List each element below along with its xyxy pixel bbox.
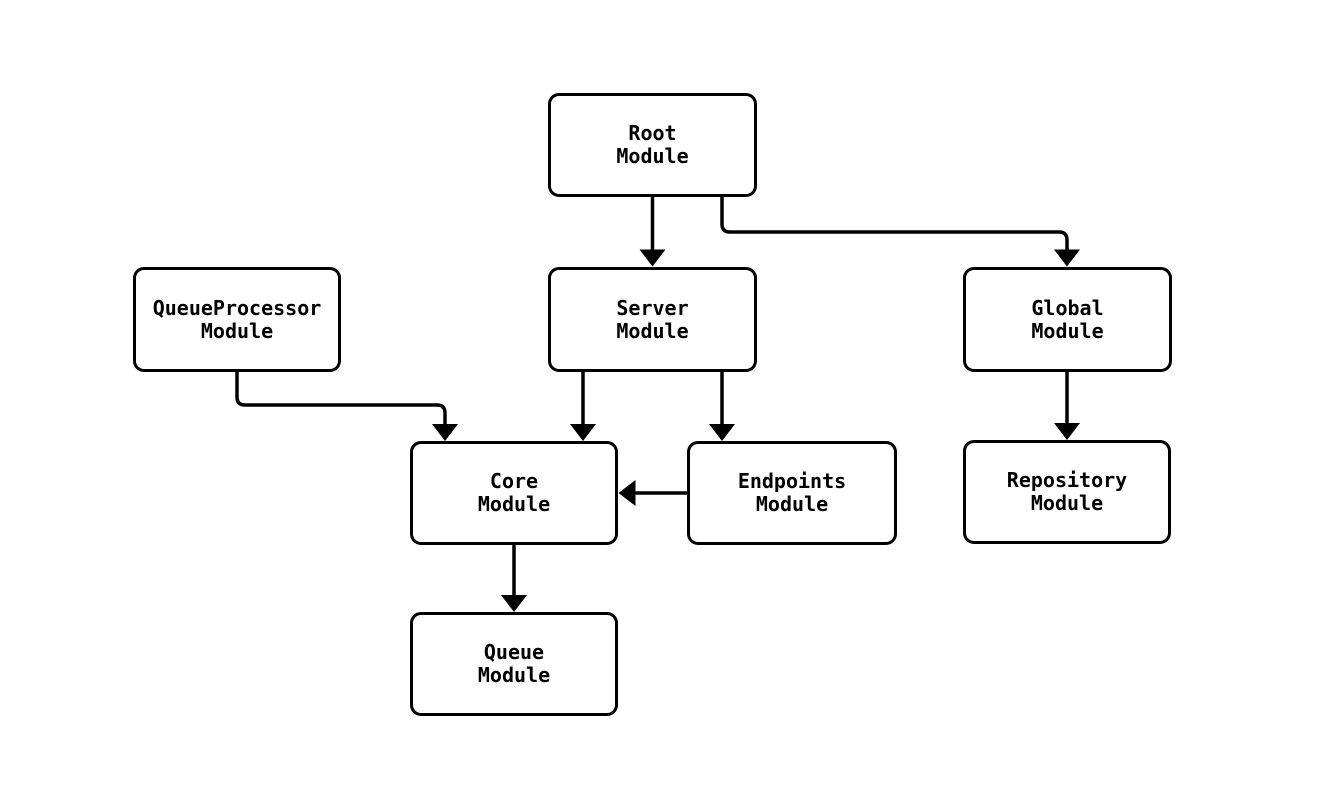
edge-global-to-repository xyxy=(1054,372,1080,440)
node-label: Endpoints Module xyxy=(737,469,847,516)
node-server-module: Server Module xyxy=(548,267,757,372)
node-label: QueueProcessor Module xyxy=(152,295,322,343)
edge-endpoints-to-core xyxy=(618,480,687,506)
node-global-module: Global Module xyxy=(963,267,1172,372)
edge-root-to-global xyxy=(720,197,1080,267)
node-label: Queue Module xyxy=(477,640,551,687)
node-label: Server Module xyxy=(616,295,689,343)
node-queue-module: Queue Module xyxy=(410,612,618,716)
node-endpoints-module: Endpoints Module xyxy=(687,441,897,545)
edge-server-to-core xyxy=(570,372,596,441)
node-repository-module: Repository Module xyxy=(963,440,1171,544)
edge-queueprocessor-to-core xyxy=(235,372,458,441)
node-label: Global Module xyxy=(1031,295,1104,343)
node-label: Root Module xyxy=(616,121,689,168)
node-queueprocessor-module: QueueProcessor Module xyxy=(133,267,341,372)
edge-server-to-endpoints xyxy=(709,372,735,441)
edge-root-to-server xyxy=(639,197,666,267)
node-label: Repository Module xyxy=(1006,468,1128,515)
node-core-module: Core Module xyxy=(410,441,618,545)
node-label: Core Module xyxy=(477,469,551,516)
node-root-module: Root Module xyxy=(548,93,757,197)
edge-core-to-queue xyxy=(501,545,527,612)
